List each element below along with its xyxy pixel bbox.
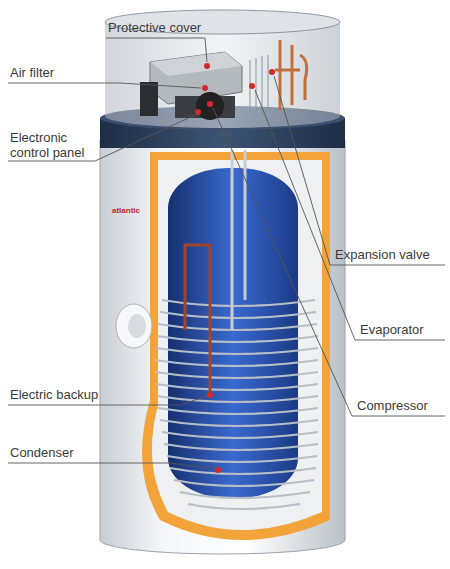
part-label: Expansion valve: [335, 247, 430, 262]
part-label: Evaporator: [360, 322, 424, 337]
part-label: Electric backup: [10, 387, 98, 402]
part-label: Protective cover: [108, 20, 201, 35]
part-label: Condenser: [10, 445, 74, 460]
part-label: Electronic control panel: [10, 130, 105, 160]
brand-logo: atlantic: [112, 206, 140, 215]
part-label: Air filter: [10, 65, 54, 80]
part-label: Compressor: [357, 398, 428, 413]
